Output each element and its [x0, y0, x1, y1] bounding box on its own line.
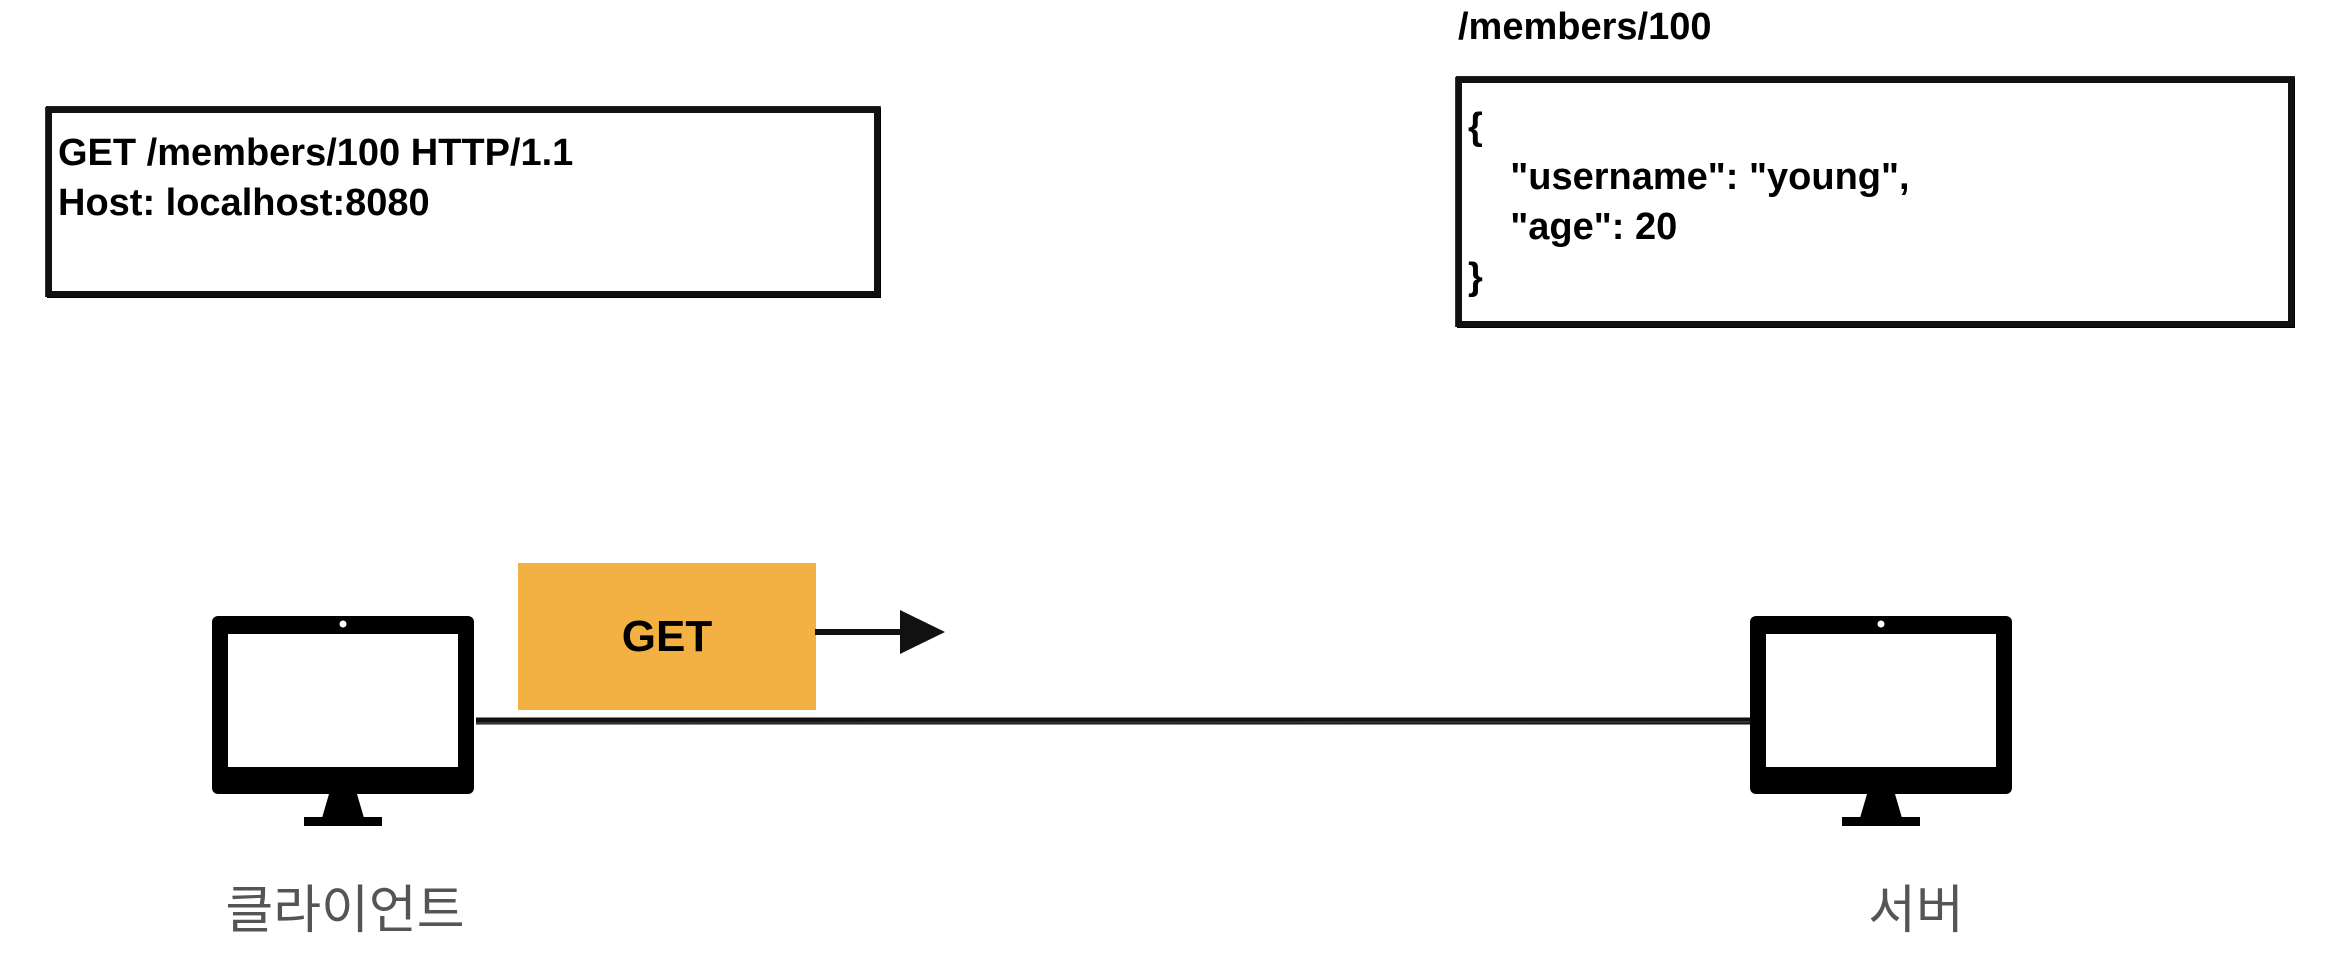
server-monitor-icon — [1750, 616, 2012, 826]
client-label: 클라이언트 — [225, 881, 465, 941]
get-method-badge: GET — [518, 563, 816, 710]
request-line: GET /members/100 HTTP/1.1 — [58, 132, 574, 174]
json-line: "age": 20 — [1468, 206, 1678, 248]
arrow-right-icon — [815, 610, 945, 654]
request-header-line: Host: localhost:8080 — [58, 182, 430, 224]
response-json: { "username": "young", "age": 20} — [1468, 102, 1910, 302]
get-method-label: GET — [621, 611, 713, 661]
request-box — [46, 107, 880, 297]
server-label: 서버 — [1868, 881, 1964, 941]
client-monitor-icon — [212, 616, 474, 826]
json-line: } — [1468, 256, 1483, 298]
json-line: { — [1468, 106, 1483, 148]
json-line: "username": "young", — [1468, 156, 1910, 198]
response-path-label: /members/100 — [1458, 6, 1712, 48]
response-box — [1456, 77, 2294, 327]
